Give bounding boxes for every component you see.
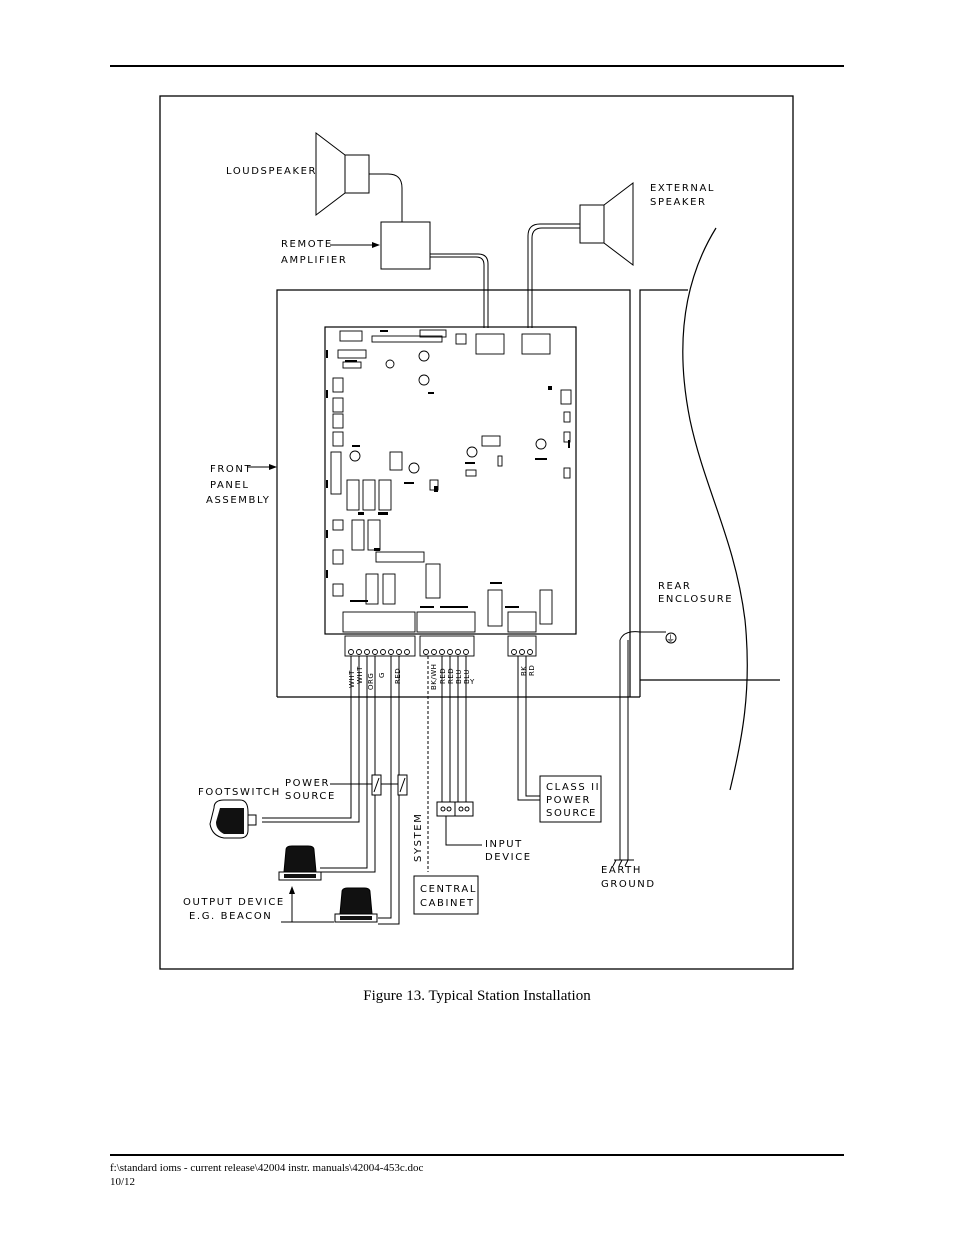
header-rule (110, 65, 844, 67)
wire-labels: WHT WHT ORG G RED BK/WH RED RED BLU BLU … (348, 664, 536, 690)
output-device-arrows (281, 890, 334, 923)
footswitch (209, 799, 257, 839)
wire-label-4: G (378, 672, 386, 678)
earth-terminal-symbol: ⏚ (666, 634, 675, 645)
front-panel-label-1: FRONT (210, 464, 252, 475)
wire-label-9: BLU (455, 669, 463, 684)
output-device-label-2: E.G. BEACON (189, 911, 272, 922)
wire-label-8: RED (447, 668, 455, 684)
external-speaker-label-2: SPEAKER (650, 197, 707, 208)
footer-rule (110, 1154, 844, 1156)
wire-label-3: ORG (367, 673, 375, 690)
earth-terminal (665, 632, 677, 644)
earth-ground-label-2: GROUND (601, 879, 656, 890)
central-cabinet-label-1: CENTRAL (420, 884, 477, 895)
wire-label-6: BK/WH (430, 664, 438, 690)
wire-label-2: WHT (356, 666, 364, 684)
beacon-2 (334, 887, 378, 923)
footer-date: 10/12 (110, 1176, 136, 1188)
input-device-leader (445, 816, 482, 846)
input-device (436, 801, 474, 817)
power-source-fuses (371, 774, 408, 796)
rear-enclosure-label-2: ENCLOSURE (658, 594, 733, 605)
earth-ground-label-1: EARTH (601, 865, 642, 876)
figure-caption: Figure 13. Typical Station Installation (363, 988, 591, 1004)
central-cabinet (413, 875, 479, 915)
external-speaker-label-1: EXTERNAL (650, 183, 715, 194)
input-device-label-1: INPUT (485, 839, 523, 850)
power-source-label-2: SOURCE (285, 791, 336, 802)
class-ii-label-2: POWER (546, 795, 591, 806)
field-wiring (262, 631, 666, 925)
power-source-label-1: POWER (285, 778, 330, 789)
footer-file-path: f:\standard ioms - current release\42004… (110, 1162, 424, 1174)
external-speaker-cable (527, 223, 580, 328)
output-device-label-1: OUTPUT DEVICE (183, 897, 285, 908)
input-device-label-2: DEVICE (485, 852, 532, 863)
remote-amplifier-label-2: AMPLIFIER (281, 255, 347, 266)
rear-enclosure-label-1: REAR (658, 581, 691, 592)
amplifier-cable (430, 253, 489, 328)
loudspeaker-label: LOUDSPEAKER (226, 166, 317, 177)
wire-label-13: RD (528, 665, 536, 676)
wire-label-5: RED (394, 668, 402, 684)
wire-label-10: BLU (463, 669, 471, 684)
footswitch-label: FOOTSWITCH (198, 787, 281, 798)
loudspeaker (315, 131, 370, 217)
remote-amplifier (380, 221, 431, 270)
circuit-board (324, 326, 577, 635)
wire-label-11: Y (469, 678, 475, 686)
remote-amplifier-label-1: REMOTE (281, 239, 333, 250)
loudspeaker-cable (369, 173, 403, 222)
wire-label-1: WHT (348, 670, 356, 688)
system-label: SYSTEM (413, 813, 424, 862)
beacon-1 (278, 845, 322, 881)
rear-enclosure (639, 227, 780, 791)
front-panel-label-3: ASSEMBLY (206, 495, 271, 506)
figure-frame (159, 95, 794, 970)
wire-label-12: BK (520, 666, 528, 676)
central-cabinet-label-2: CABINET (420, 898, 475, 909)
wire-label-7: RED (439, 668, 447, 684)
earth-ground-symbol (612, 859, 634, 867)
class-ii-label-3: SOURCE (546, 808, 597, 819)
circuit-markings (326, 330, 570, 608)
class-ii-power-source (539, 775, 602, 823)
class-ii-label-1: CLASS II (546, 782, 600, 793)
external-speaker (579, 181, 634, 267)
front-panel-label-2: PANEL (210, 480, 250, 491)
terminal-strips (344, 635, 537, 657)
